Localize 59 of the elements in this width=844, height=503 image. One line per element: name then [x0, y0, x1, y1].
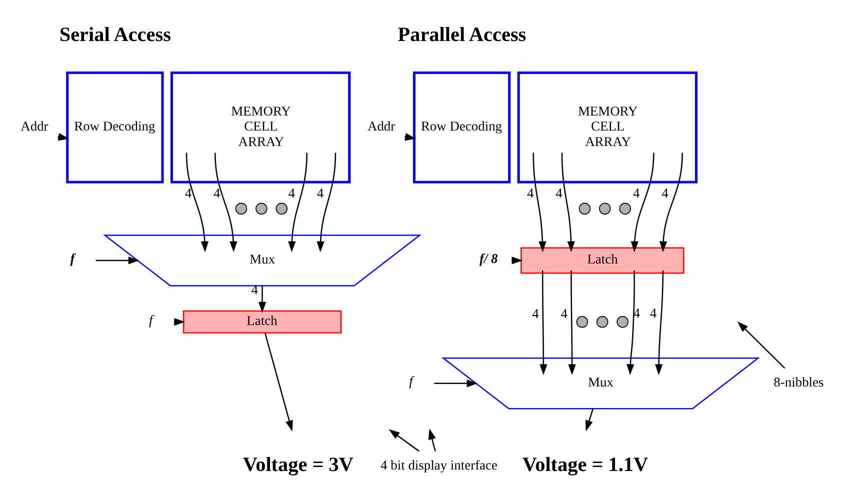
arrow — [186, 152, 209, 252]
node-text: 8-nibbles — [774, 374, 824, 390]
arrow — [568, 270, 576, 376]
edge-label: 4 — [532, 306, 539, 321]
edge-label: 4 — [316, 185, 324, 200]
edge-label: 4 — [633, 185, 640, 200]
edge-label: 4 — [650, 306, 657, 321]
arrow — [264, 332, 293, 432]
arrow — [626, 270, 635, 376]
arrow — [655, 270, 664, 376]
node-text: f — [70, 250, 75, 266]
node-box: Latch — [182, 310, 342, 334]
edge-label: 4 — [633, 306, 640, 321]
arrow — [540, 270, 548, 376]
node-text: 4 bit display interface — [380, 458, 498, 473]
node-circle — [596, 316, 608, 328]
edge-label: 4 — [560, 306, 568, 321]
edge-label: 4 — [184, 185, 192, 200]
edge-label: 4 — [556, 185, 562, 200]
arrow — [659, 152, 683, 252]
edge-label: 4 — [213, 185, 220, 200]
arrow — [316, 152, 336, 252]
arrow — [288, 152, 308, 252]
node-circle — [256, 202, 268, 215]
node-circle — [616, 316, 628, 328]
label: Parallel Access — [398, 24, 526, 46]
node-box: MEMORY CELL ARRAY — [517, 71, 698, 184]
arrow — [96, 256, 140, 264]
node-box: Latch — [520, 247, 684, 274]
arrow — [737, 321, 786, 369]
node-box: Row Decoding — [66, 71, 164, 184]
arrow — [258, 286, 266, 313]
edge-label: 4 — [662, 185, 668, 200]
node-circle — [235, 202, 248, 215]
arrow — [428, 428, 436, 452]
node-text: f — [149, 312, 153, 328]
arrow — [532, 152, 546, 252]
edge-label: 4 — [288, 185, 296, 200]
node-circle — [576, 316, 588, 328]
node-circle — [276, 202, 288, 215]
label: Voltage = 3V — [242, 454, 354, 476]
arrow — [561, 152, 575, 252]
node-text: f — [409, 374, 413, 389]
node-circle — [599, 202, 611, 215]
node-text: f/ 8 — [479, 250, 498, 266]
node-text: Addr — [20, 118, 48, 134]
arrow — [388, 429, 420, 452]
arrow — [585, 408, 594, 432]
node-circle — [578, 202, 591, 215]
edge-label: 4 — [527, 185, 534, 200]
node-box: Row Decoding — [412, 71, 511, 184]
arrow — [434, 380, 478, 388]
label: Serial Access — [59, 24, 171, 46]
node-text: Addr — [367, 118, 396, 134]
arrow — [214, 152, 238, 252]
node-circle — [619, 202, 631, 215]
node-box: MEMORY CELL ARRAY — [170, 71, 351, 184]
arrow — [630, 152, 654, 252]
label: Voltage = 1.1V — [522, 454, 648, 476]
